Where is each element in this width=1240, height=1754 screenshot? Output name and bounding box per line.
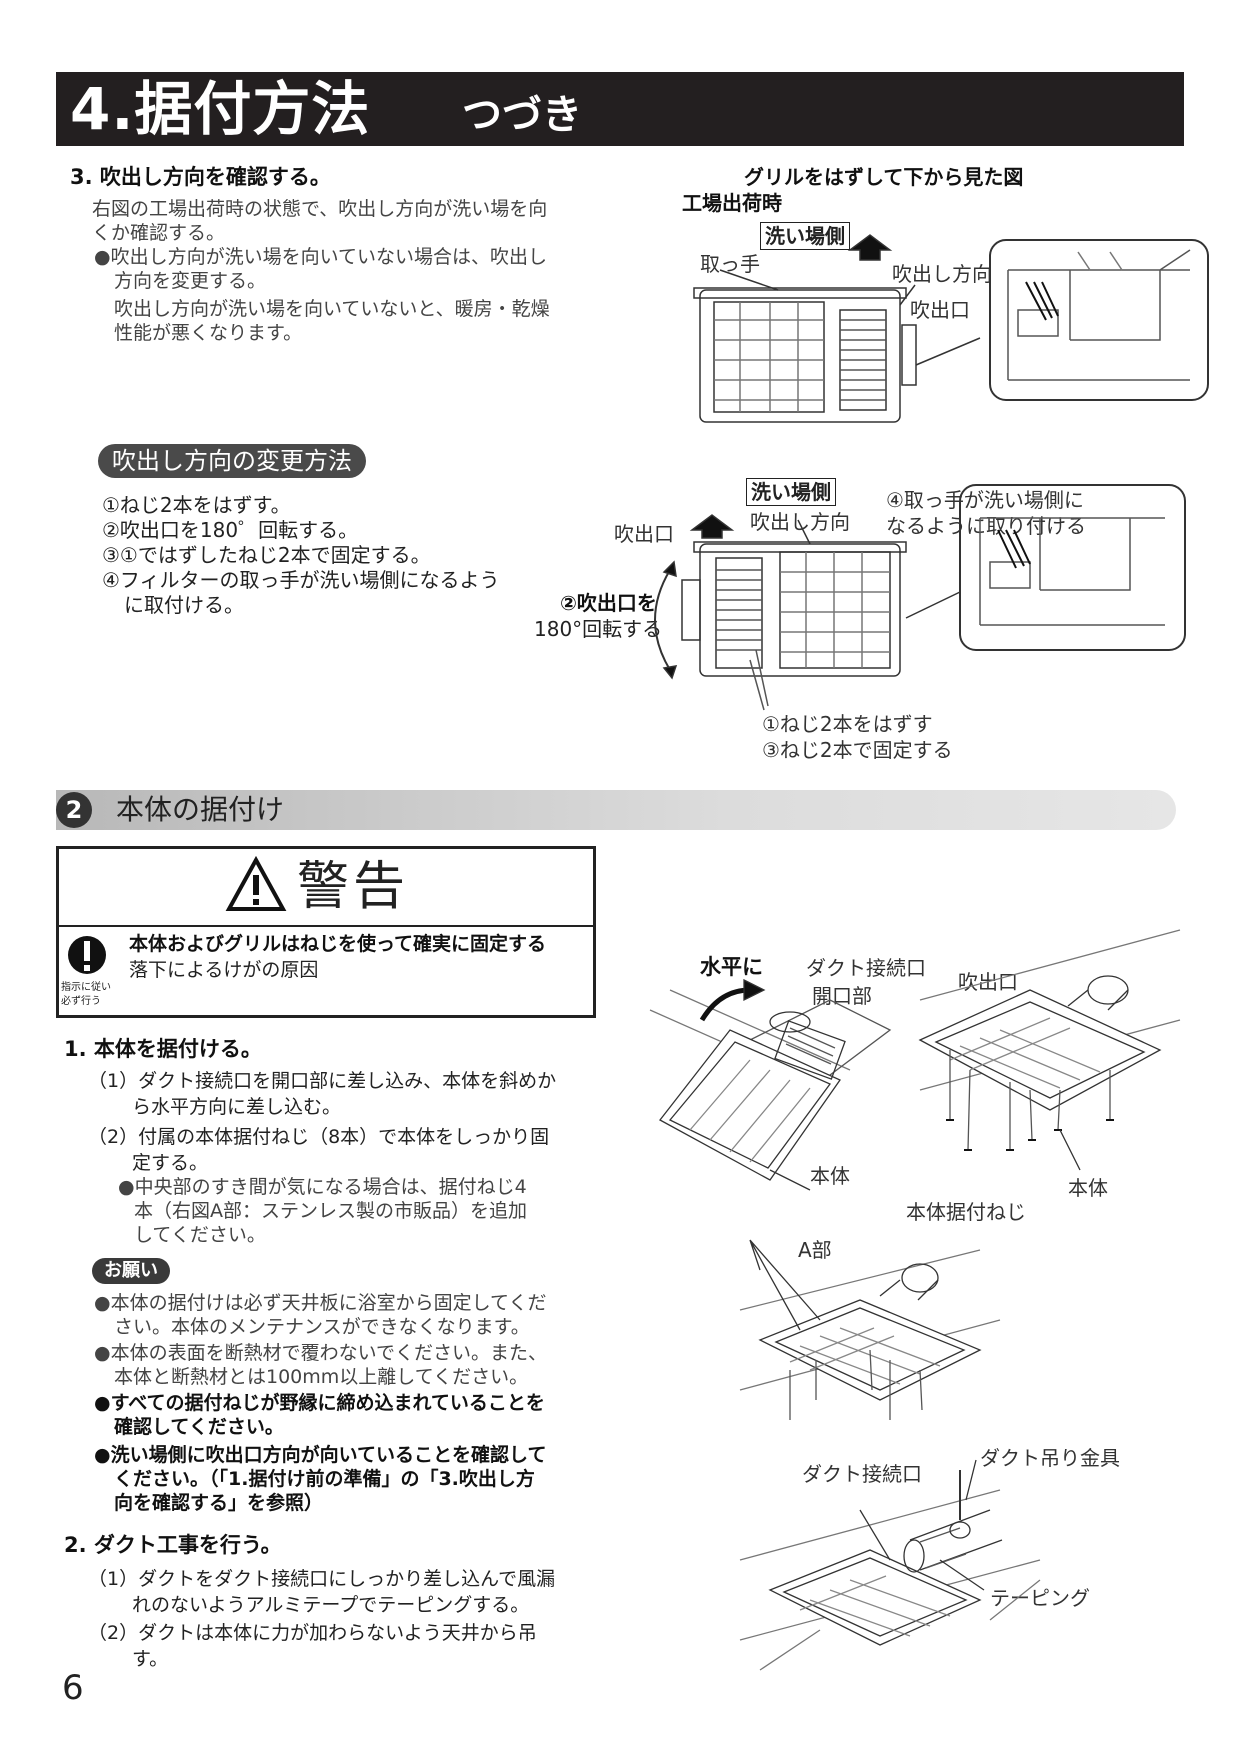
onegai-line: ●本体の表面を断熱材で覆わないでください。また、 <box>94 1342 548 1364</box>
fig2-diagram <box>654 484 1186 711</box>
fig1-caption: 工場出荷時 <box>682 191 782 215</box>
onegai-bold: ●洗い場側に吹出口方向が向いていることを確認して <box>94 1444 547 1466</box>
fig2-outlet-label: 吹出口 <box>614 522 674 546</box>
fig3-diagram <box>649 929 1181 1191</box>
warning-icon-label: 必ず行う <box>61 996 101 1007</box>
exclamation-icon <box>68 936 106 974</box>
install-step: 定する。 <box>132 1152 209 1174</box>
fig3-body2-label: 本体 <box>1068 1176 1108 1200</box>
fig3-horizontal-label: 水平に <box>700 955 763 979</box>
fig1-direction-label: 吹出し方向 <box>892 262 992 286</box>
warning-icon-label: 指示に従い <box>61 982 111 993</box>
change-step: ④フィルターの取っ手が洗い場側になるよう <box>102 568 500 592</box>
fig1-diagram <box>693 234 1209 423</box>
change-step: に取付ける。 <box>124 593 244 617</box>
fig3-duct-port-label: ダクト接続口 <box>806 956 926 980</box>
fig2-screw-label: ①ねじ2本をはずす <box>762 712 933 736</box>
fig2-side-label: 洗い場側 <box>746 478 836 506</box>
install-step: ら水平方向に差し込む。 <box>132 1096 342 1118</box>
section-number: 2 <box>56 792 92 828</box>
install-heading: 1. 本体を据付ける。 <box>64 1037 262 1061</box>
onegai-line: ●本体の据付けは必ず天井板に浴室から固定してくだ <box>94 1292 547 1314</box>
page-title: 4.据付方法 <box>70 75 371 143</box>
fig5-duct-port-label: ダクト接続口 <box>802 1462 922 1486</box>
fig4-a-part-label: A部 <box>798 1238 832 1262</box>
onegai-bold: ●すべての据付ねじが野縁に締め込まれていることを <box>94 1392 545 1414</box>
duct-step: す。 <box>132 1648 169 1670</box>
warning-box: 警告 指示に従い 必ず行う 本体およびグリルはねじを使って確実に固定する 落下に… <box>56 846 596 1018</box>
warning-triangle-icon <box>225 855 287 911</box>
step3-line: 右図の工場出荷時の状態で、吹出し方向が洗い場を向 <box>92 198 548 220</box>
page-number: 6 <box>62 1668 84 1708</box>
warning-sub: 落下によるけがの原因 <box>129 959 319 981</box>
fig4-diagram <box>739 1239 1001 1420</box>
title-bar: 4.据付方法 つづき <box>56 72 1184 146</box>
change-step: ②吹出口を180゜回転する。 <box>102 518 359 542</box>
fig3-screws-label: 本体据付ねじ <box>906 1200 1026 1224</box>
step3-line: 方向を変更する。 <box>114 270 267 292</box>
fig2-direction-label: 吹出し方向 <box>750 510 850 534</box>
step3-line: 性能が悪くなります。 <box>114 322 303 344</box>
section-bar: 2 本体の据付け <box>56 790 1176 830</box>
step3-line: 吹出し方向が洗い場を向いていないと、暖房・乾燥 <box>114 298 550 320</box>
fig1-side-label: 洗い場側 <box>760 222 850 250</box>
fig1-handle-label: 取っ手 <box>700 252 760 276</box>
step3-line: くか確認する。 <box>92 222 226 244</box>
install-note: してください。 <box>134 1224 266 1246</box>
fig1-outlet-label: 吹出口 <box>910 298 970 322</box>
duct-step: （2）ダクトは本体に力が加わらないよう天井から吊 <box>88 1622 537 1644</box>
fig3-body-label: 本体 <box>810 1164 850 1188</box>
onegai-line: さい。本体のメンテナンスができなくなります。 <box>114 1316 530 1338</box>
fig2-rotate-label: 180°回転する <box>534 617 663 641</box>
install-step: （1）ダクト接続口を開口部に差し込み、本体を斜めか <box>88 1070 557 1092</box>
duct-step: （1）ダクトをダクト接続口にしっかり差し込んで風漏 <box>88 1568 556 1590</box>
page-subtitle: つづき <box>462 92 582 138</box>
onegai-line: 本体と断熱材とは100mm以上離してください。 <box>114 1366 529 1388</box>
fig2-screw-label: ③ねじ2本で固定する <box>762 738 953 762</box>
fig2-note4: ④取っ手が洗い場側に <box>886 488 1084 512</box>
install-note: 本（右図A部：ステンレス製の市販品）を追加 <box>134 1200 527 1222</box>
warning-title: 警告 <box>297 857 410 917</box>
warning-main: 本体およびグリルはねじを使って確実に固定する <box>129 933 547 955</box>
fig5-hanger-label: ダクト吊り金具 <box>980 1446 1120 1470</box>
change-step: ③①ではずしたねじ2本で固定する。 <box>102 543 431 567</box>
change-step: ①ねじ2本をはずす。 <box>102 493 291 517</box>
section-title: 本体の据付け <box>116 793 285 826</box>
install-note: ●中央部のすき間が気になる場合は、据付ねじ4 <box>118 1176 527 1198</box>
fig5-diagram <box>739 1459 1041 1671</box>
step3-heading: 3. 吹出し方向を確認する。 <box>70 165 331 189</box>
install-step: （2）付属の本体据付ねじ（8本）で本体をしっかり固 <box>88 1126 550 1148</box>
change-method-pill: 吹出し方向の変更方法 <box>98 444 366 478</box>
onegai-pill: お願い <box>92 1258 170 1284</box>
duct-heading: 2. ダクト工事を行う。 <box>64 1533 282 1557</box>
onegai-bold: 向を確認する」を参照） <box>114 1492 324 1514</box>
step3-line: ●吹出し方向が洗い場を向いていない場合は、吹出し <box>94 246 548 268</box>
onegai-bold: 確認してください。 <box>114 1416 284 1438</box>
fig1-caption: グリルをはずして下から見た図 <box>744 165 1024 189</box>
onegai-bold: ください。（「1.据付け前の準備」の「3.吹出し方 <box>114 1468 535 1490</box>
fig2-rotate-label: ②吹出口を <box>560 591 657 615</box>
warning-head: 警告 <box>59 849 593 927</box>
duct-step: れのないようアルミテープでテーピングする。 <box>132 1594 530 1616</box>
